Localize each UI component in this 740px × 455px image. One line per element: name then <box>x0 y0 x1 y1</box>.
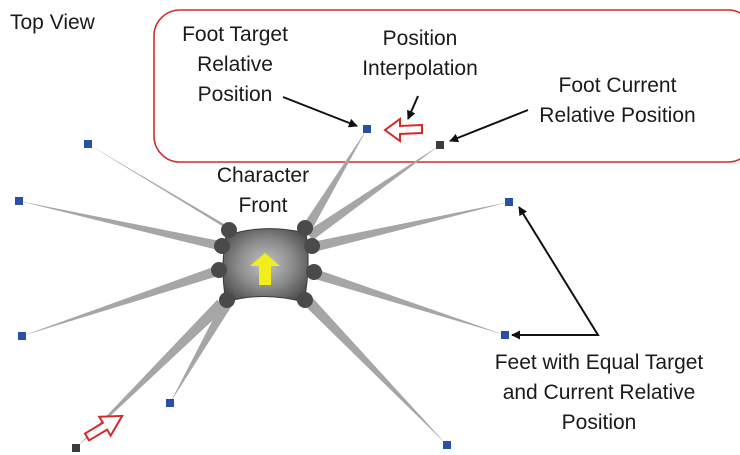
interpolation-arrow-icon <box>383 117 423 143</box>
label-line: Position <box>382 27 458 50</box>
target-foot-marker <box>166 399 174 407</box>
foot-current-label: Foot Current Relative Position <box>520 71 715 131</box>
equal-feet-pointer <box>511 206 600 340</box>
pointer-arrow <box>407 95 419 120</box>
joint <box>297 220 313 236</box>
current-foot-marker <box>72 444 80 452</box>
interpolation-arrow-icon <box>83 414 124 442</box>
leg-top-current <box>306 145 440 240</box>
label-line: Position <box>561 411 637 434</box>
joint <box>219 292 235 308</box>
character-front-label: Character Front <box>200 161 326 221</box>
label-line: Foot Current <box>558 74 677 97</box>
leg-bottom-right <box>299 295 447 445</box>
legs <box>19 129 509 448</box>
leg-upper-left <box>88 144 232 232</box>
target-foot-marker <box>15 197 23 205</box>
target-foot-marker <box>18 332 26 340</box>
label-line: Foot Target <box>182 23 288 46</box>
target-foot-marker <box>363 125 371 133</box>
joint <box>211 262 227 278</box>
joint <box>297 292 313 308</box>
leg-bottom-left-current <box>76 300 228 448</box>
leg-bottom-left-target <box>170 300 233 403</box>
pointer-arrow <box>282 96 358 128</box>
label-line: Relative <box>197 53 273 76</box>
equal-feet-label: Feet with Equal Target and Current Relat… <box>468 348 730 438</box>
foot-target-label: Foot Target Relative Position <box>170 20 300 110</box>
target-foot-marker <box>84 140 92 148</box>
front-arrow-icon <box>250 253 280 285</box>
label-line: Front <box>238 194 288 217</box>
label-line: Character <box>216 164 310 187</box>
highlight-frame <box>153 9 740 163</box>
pointer-arrows <box>282 95 600 340</box>
leg-lower-left <box>22 266 218 336</box>
label-line: Position <box>197 83 273 106</box>
target-foot-marker <box>443 441 451 449</box>
target-foot-marker <box>505 198 513 206</box>
label-line: Relative Position <box>539 104 696 127</box>
target-foot-marker <box>501 331 509 339</box>
leg-joints <box>211 220 322 308</box>
position-interpolation-label: Position Interpolation <box>345 24 495 84</box>
joint <box>306 264 322 280</box>
character-body <box>211 220 322 308</box>
joint <box>214 238 230 254</box>
view-title: Top View <box>10 11 95 34</box>
foot-markers <box>15 125 513 452</box>
label-line: and Current Relative <box>502 381 696 404</box>
joint <box>304 238 320 254</box>
pointer-arrow <box>449 109 529 143</box>
leg-right-lower <box>313 268 505 335</box>
label-line: Interpolation <box>362 57 478 80</box>
joint <box>221 222 237 238</box>
label-line: Feet with Equal Target <box>494 351 704 374</box>
current-foot-marker <box>436 141 444 149</box>
leg-right <box>312 202 509 252</box>
leg-top-target <box>301 129 367 233</box>
leg-left <box>19 201 222 251</box>
